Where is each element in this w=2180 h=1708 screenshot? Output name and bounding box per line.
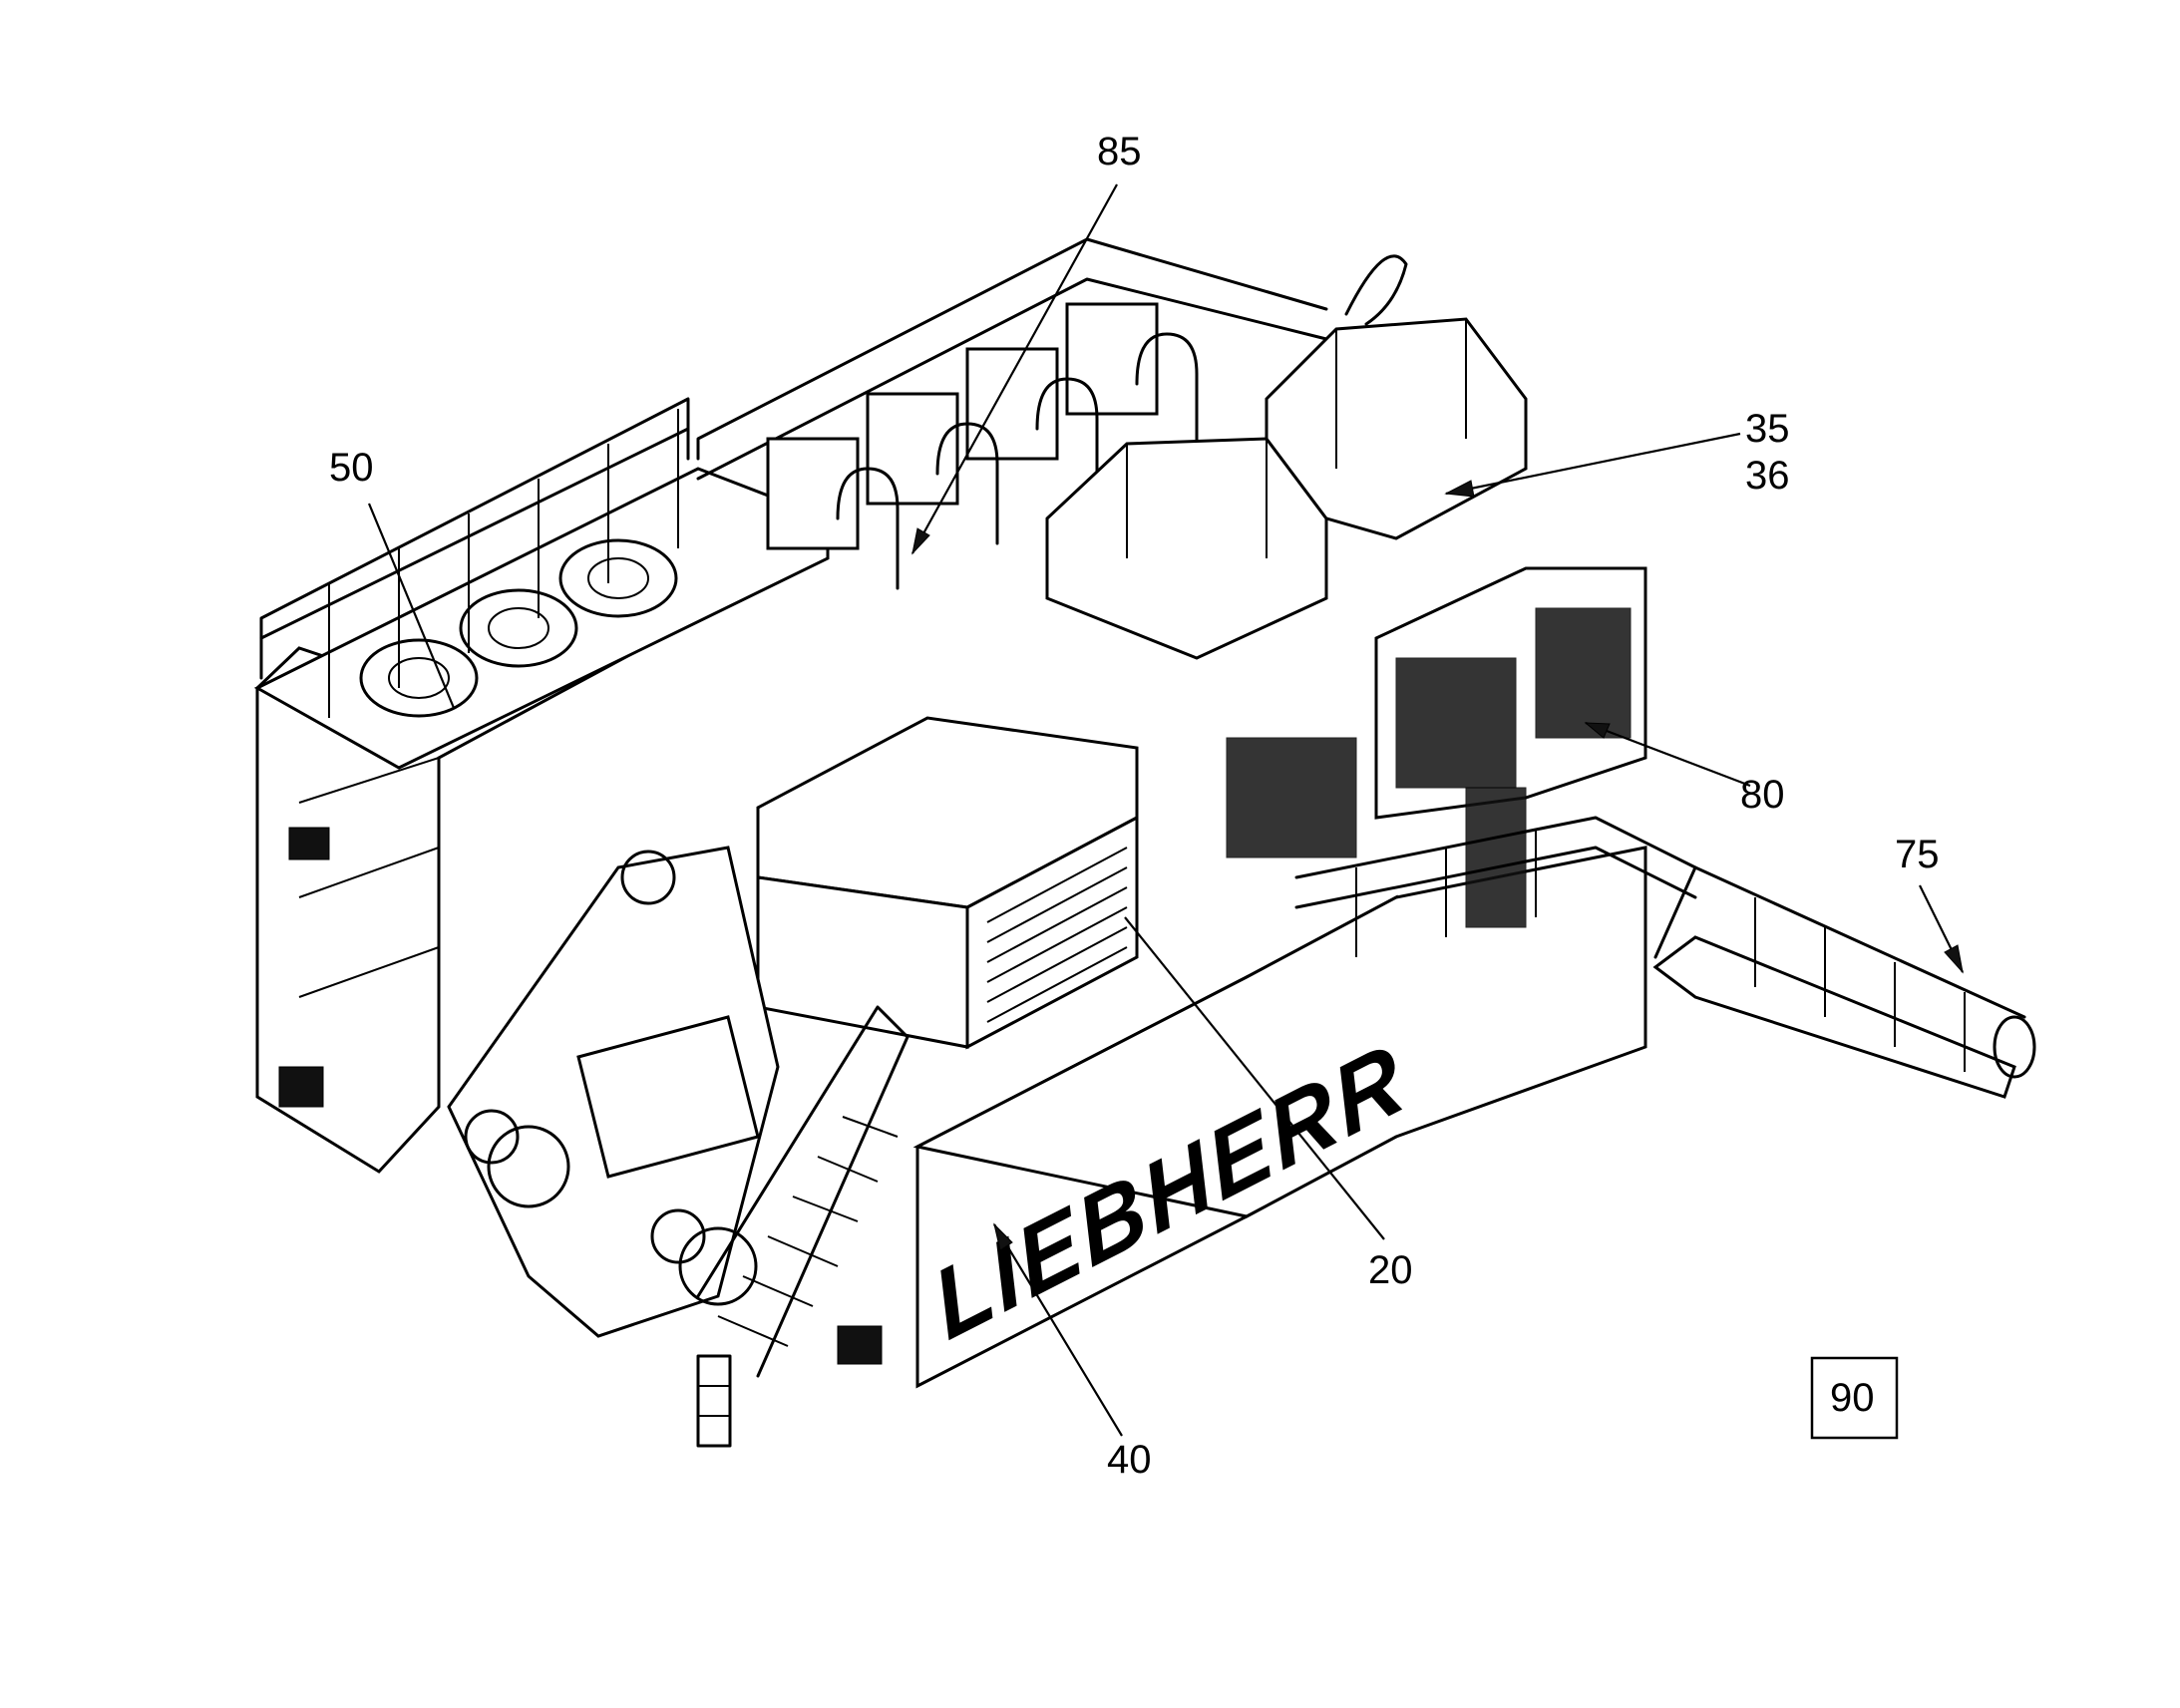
ref-36: 36 [1745,454,1790,498]
cooling-fans [359,538,678,718]
left-light [278,1066,324,1108]
rear-railing [696,237,1328,481]
left-upper-light [288,827,330,860]
access-stairs [696,1005,909,1448]
leader-50 [367,503,456,709]
boarding-walkway [1652,865,2036,1099]
leader-20 [1124,916,1385,1240]
ref-35: 35 [1745,407,1790,451]
hood-right [1265,317,1528,540]
right-cooler [1226,566,1647,928]
ref-50: 50 [329,446,374,490]
radiator-front [756,875,969,1049]
ref-20: 20 [1368,1248,1413,1292]
reference-numerals: 85 50 35 36 80 75 20 40 [329,130,1940,1482]
right-railing [1294,816,1697,957]
boom-mount [447,846,780,1338]
exhaust-stacks [766,302,1199,590]
leader-40 [993,1223,1123,1437]
boxed-numeral-text: 90 [1830,1376,1875,1420]
boxed-numeral-90: 90 [1810,1356,1899,1440]
fan-deck [253,467,830,770]
leader-lines [367,183,1964,1437]
engine-hoods [1045,254,1528,660]
radiator-fins [986,847,1128,1023]
ref-75: 75 [1895,833,1940,876]
fan-deck-railing [259,397,690,718]
ref-85: 85 [1097,130,1142,173]
ref-40: 40 [1107,1438,1152,1482]
leader-35 [1445,432,1741,496]
leader-80 [1585,721,1751,788]
hood-left [1045,437,1328,660]
leader-85 [911,183,1118,554]
ref-80: 80 [1740,773,1785,817]
